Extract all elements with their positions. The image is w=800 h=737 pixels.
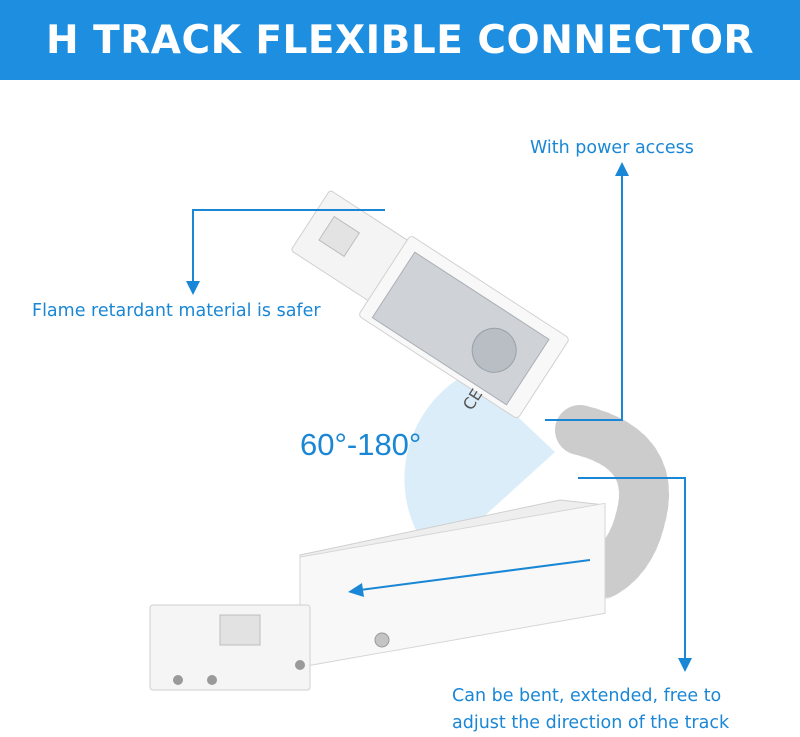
upper-connector bbox=[291, 190, 569, 419]
callout-bendable-line2: adjust the direction of the track bbox=[452, 713, 730, 733]
lower-connector bbox=[149, 499, 606, 691]
callout-power-access: With power access bbox=[530, 138, 694, 158]
callout-bendable-line1: Can be bent, extended, free to bbox=[452, 686, 722, 706]
flex-bellows bbox=[555, 405, 669, 600]
callout-bendable: Can be bent, extended, free to adjust th… bbox=[452, 683, 729, 737]
angle-arc bbox=[404, 372, 555, 560]
page-title: H TRACK FLEXIBLE CONNECTOR bbox=[45, 17, 755, 63]
header-banner: H TRACK FLEXIBLE CONNECTOR bbox=[0, 0, 800, 80]
product-scene: With power access Flame retardant materi… bbox=[0, 80, 800, 735]
callout-lines bbox=[186, 162, 692, 672]
angle-range-label: 60°-180° bbox=[300, 427, 422, 462]
callout-flame-retardant: Flame retardant material is safer bbox=[32, 301, 321, 321]
connector-illustration bbox=[149, 162, 692, 691]
